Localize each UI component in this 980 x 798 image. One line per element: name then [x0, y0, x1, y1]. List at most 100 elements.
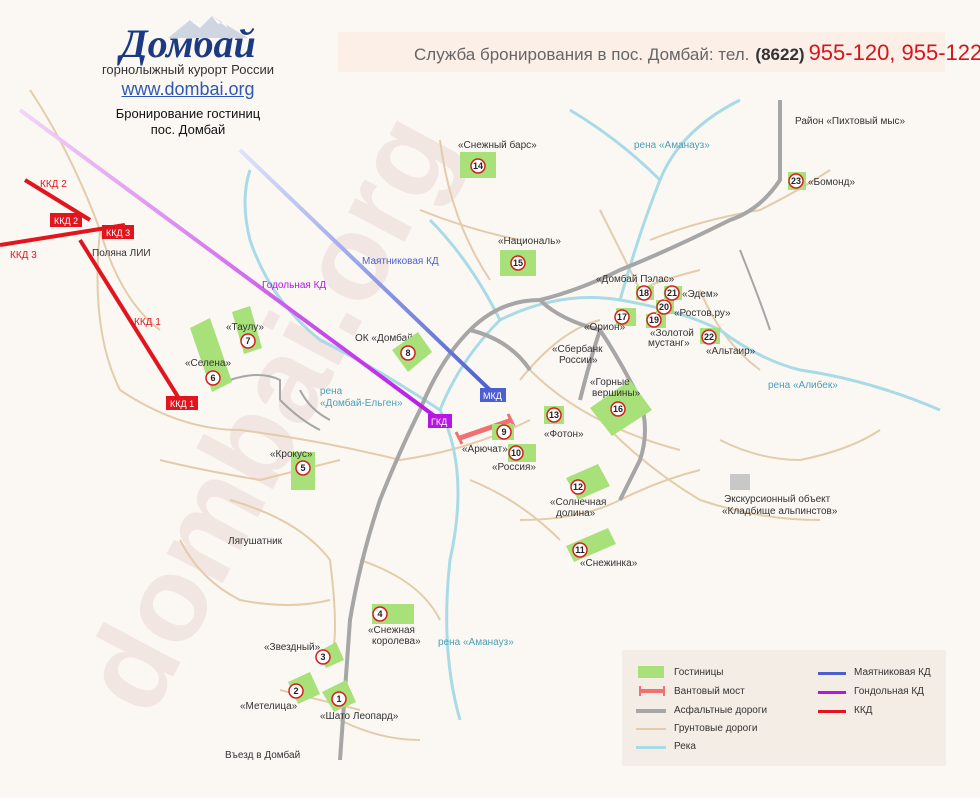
hotel-marker[interactable]: 4 «Снежная королева» — [368, 604, 421, 647]
label-river-amanauz-top: рена «Аманауз» — [634, 140, 710, 151]
hotel-name-line2: королева» — [372, 636, 421, 647]
hotel-marker[interactable]: 14 «Снежный барс» — [458, 139, 537, 178]
legend-asphalt: Асфальтные дороги — [674, 705, 768, 716]
lift-tag-mkd: МКД — [483, 391, 502, 401]
label-mayatnikovaya: Маятниковая КД — [362, 256, 439, 267]
label-kkd1: ККД 1 — [134, 317, 161, 328]
hotel-number: 9 — [501, 427, 506, 437]
excursion-marker — [730, 474, 750, 490]
hotel-marker[interactable]: 22 «Альтаир» — [700, 328, 756, 357]
booking-text: Служба бронирования в пос. Домбай: тел. — [414, 45, 750, 64]
hotel-number: 11 — [575, 545, 585, 555]
hotel-marker[interactable]: 19 «Золотой мустанг» — [646, 312, 694, 349]
hotel-marker[interactable]: 13 «Фотон» — [544, 406, 584, 440]
hotel-marker[interactable]: 21 «Эдем» — [664, 285, 719, 301]
legend-hotel-swatch — [638, 666, 664, 678]
legend-hotels: Гостиницы — [674, 667, 724, 678]
label-entry: Въезд в Домбай — [225, 749, 300, 761]
label-river-dombai-elgen-2: «Домбай-Ельген» — [320, 397, 403, 409]
hotel-name: «Золотой — [650, 328, 694, 339]
label-kkd2: ККД 2 — [40, 179, 67, 190]
hotel-name: «Шато Леопард» — [320, 711, 399, 722]
booking-phones[interactable]: 955-120, 955-122 — [808, 40, 980, 65]
hotel-number: 14 — [473, 161, 483, 171]
hotel-marker[interactable]: 6 «Селена» — [185, 318, 232, 392]
hotel-marker[interactable]: 10 «Россия» — [492, 444, 536, 473]
hotel-number: 5 — [300, 463, 305, 473]
hotel-number: 4 — [377, 609, 382, 619]
label-river-amanauz-bottom: рена «Аманауз» — [438, 637, 514, 648]
hotel-number: 13 — [549, 410, 559, 420]
booking-code: (8622) — [755, 45, 805, 64]
logo-block: Домбай горнолыжный курорт России www.dom… — [98, 16, 278, 138]
hotel-marker[interactable]: 7 «Таулу» — [226, 306, 264, 354]
hotel-name: «Фотон» — [544, 429, 584, 440]
hotel-marker[interactable]: 8 — [392, 332, 432, 372]
label-river-dombai-elgen-1: рена — [320, 386, 343, 397]
hotel-marker[interactable]: 12 «Солнечная долина» — [550, 464, 610, 519]
hotel-number: 7 — [245, 336, 250, 346]
booking-line: Служба бронирования в пос. Домбай: тел. (… — [414, 40, 980, 66]
label-excursion-1: Экскурсионный объект — [724, 493, 831, 505]
hotel-number: 18 — [639, 288, 649, 298]
hotel-name: «Ростов.ру» — [674, 308, 731, 319]
legend-gondola-swatch — [818, 691, 846, 694]
hotel-marker[interactable]: 17 «Орион» — [584, 308, 636, 333]
website-link[interactable]: www.dombai.org — [121, 79, 255, 99]
hotel-marker[interactable]: 18 «Домбай Пэлас» — [596, 273, 675, 301]
hotel-marker[interactable]: 3 «Звездный» — [264, 642, 344, 668]
hotels-layer: 1 «Шато Леопард» 2 «Метелица» 3 «Звездны… — [185, 139, 855, 722]
mountain-icon — [168, 16, 248, 38]
hotel-marker[interactable]: 11 «Снежинка» — [566, 528, 638, 569]
hotel-name: «Альтаир» — [706, 346, 756, 357]
hotel-number: 12 — [573, 482, 583, 492]
hotel-name-line2: вершины» — [592, 388, 641, 399]
legend-gondola: Гондольная КД — [854, 686, 924, 697]
caption-line-1: Бронирование гостиниц — [115, 106, 261, 121]
hotel-number: 3 — [320, 652, 325, 662]
lift-tag-kkd2: ККД 2 — [54, 216, 78, 226]
hotel-name: «Бомонд» — [808, 177, 855, 188]
hotel-name: «Селена» — [185, 358, 231, 369]
hotel-number: 16 — [613, 404, 623, 414]
hotel-number: 23 — [791, 176, 801, 186]
legend-kkd: ККД — [854, 705, 873, 716]
hotel-marker[interactable]: 16 «Горные вершины» — [590, 377, 652, 436]
hotel-number: 15 — [513, 258, 523, 268]
label-sberbank-1: «Сбербанк — [552, 343, 603, 355]
label-excursion-2: «Кладбище альпинстов» — [722, 505, 838, 517]
hotel-marker[interactable]: 1 «Шато Леопард» — [320, 680, 399, 722]
hotel-number: 6 — [210, 373, 215, 383]
hotel-name: «Россия» — [492, 462, 536, 473]
hotel-marker[interactable]: 20 «Ростов.ру» — [656, 299, 731, 319]
legend-pendulum: Маятниковая КД — [854, 667, 931, 678]
label-river-alibek: рена «Алибек» — [768, 379, 838, 391]
hotel-number: 19 — [649, 315, 659, 325]
hotel-name: «Звездный» — [264, 642, 321, 653]
hotel-name: «Метелица» — [240, 701, 298, 712]
hotel-marker[interactable]: 2 «Метелица» — [240, 672, 320, 712]
hotel-marker[interactable]: 5 «Крокус» — [270, 449, 315, 490]
hotel-name: «Домбай Пэлас» — [596, 273, 675, 285]
hotel-name: «Горные — [590, 377, 630, 388]
legend-kkd-swatch — [818, 710, 846, 713]
hotel-number: 17 — [617, 312, 627, 322]
hotel-marker[interactable]: 15 «Националь» — [498, 236, 561, 276]
legend-bridge: Вантовый мост — [674, 686, 745, 697]
legend-dirt-swatch — [636, 728, 666, 730]
label-lyagushatnik: Лягушатник — [228, 536, 283, 547]
hotel-name: «Снежинка» — [580, 558, 638, 569]
hotel-name: «Орион» — [584, 322, 626, 333]
hotel-number: 2 — [293, 686, 298, 696]
hotel-name: «Снежная — [368, 625, 415, 636]
hotel-marker[interactable]: 23 «Бомонд» — [788, 172, 855, 190]
hotel-name: «Солнечная — [550, 497, 606, 508]
legend: Гостиницы Вантовый мост Асфальтные дорог… — [622, 650, 946, 766]
legend-river-swatch — [636, 746, 666, 749]
label-sberbank-2: России» — [559, 355, 598, 366]
hotel-marker[interactable]: 9 «Арючат» — [462, 424, 514, 455]
logo-subtitle: горнолыжный курорт России — [101, 62, 275, 77]
booking-banner — [338, 32, 945, 72]
